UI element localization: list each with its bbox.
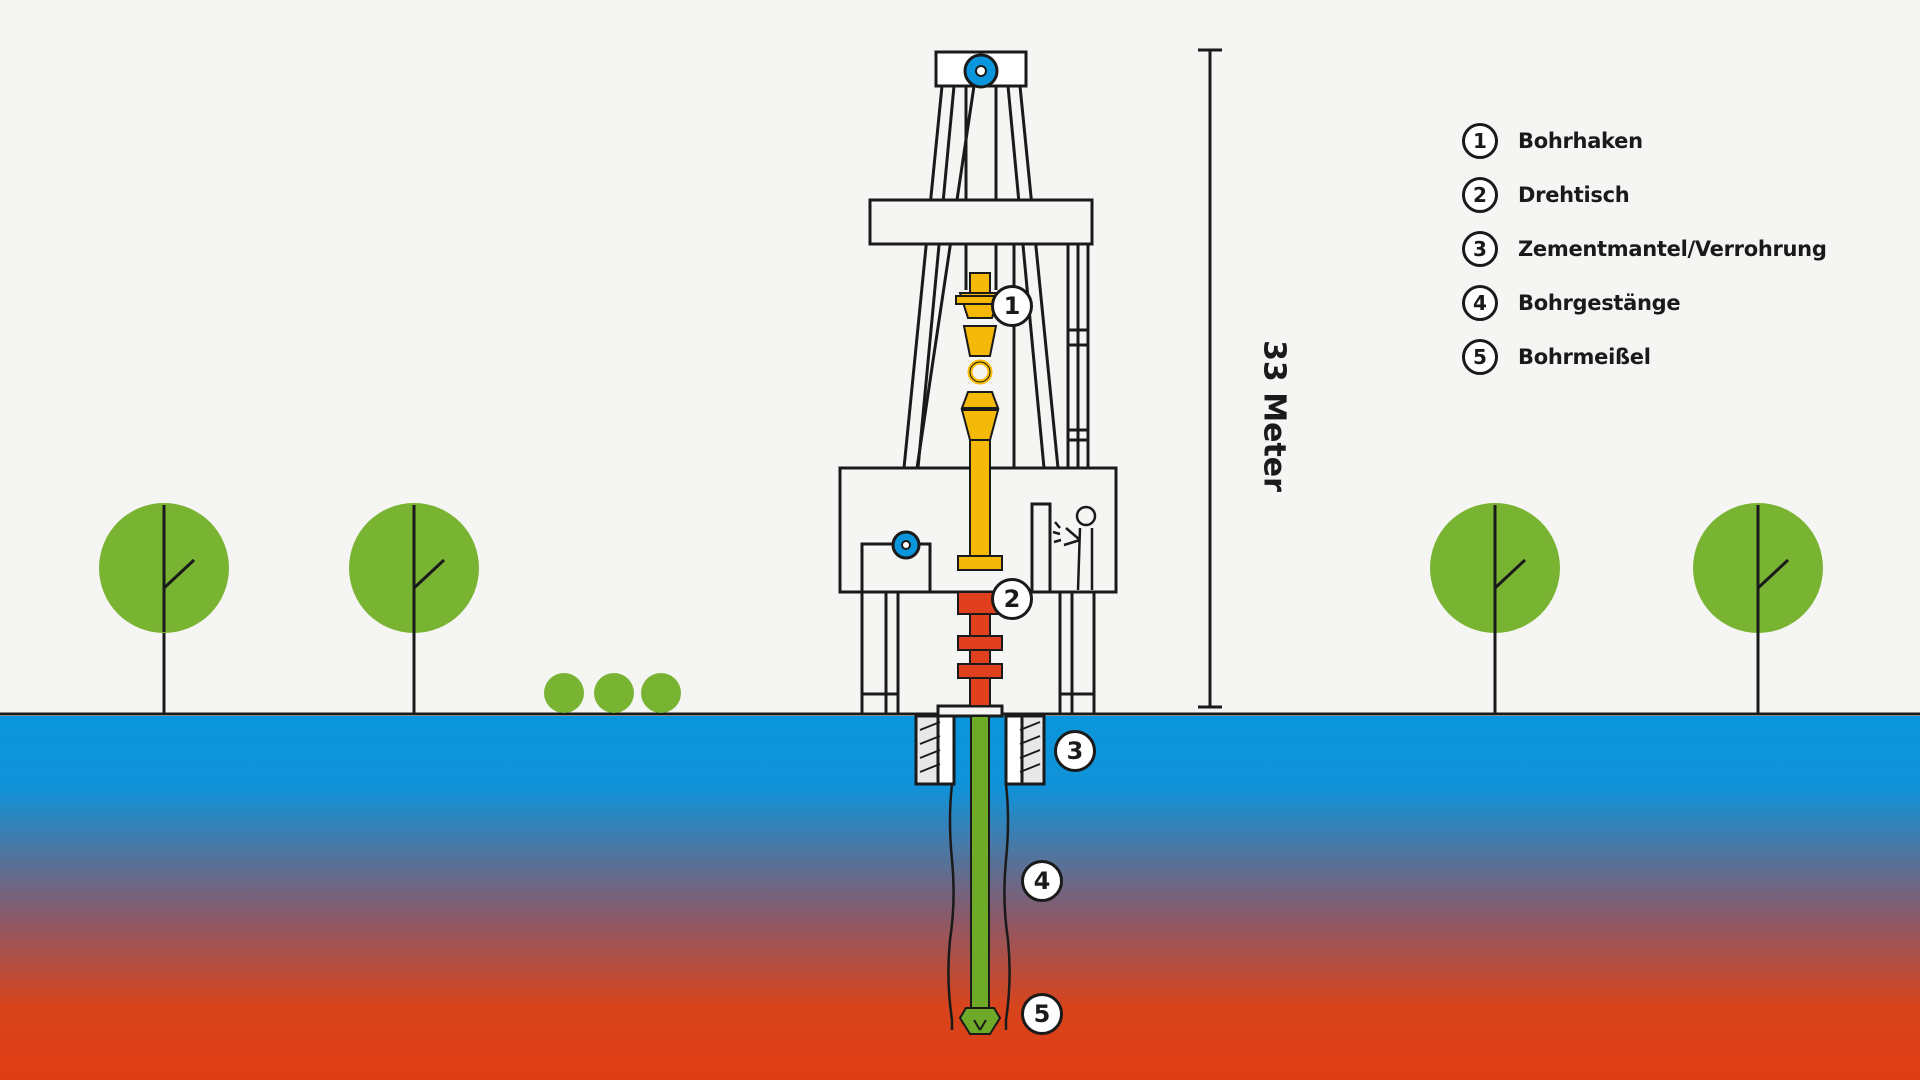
tree-icon [99,503,229,714]
legend-number: 5 [1462,339,1498,375]
legend-label: Bohrgestänge [1518,291,1681,315]
borehole [947,783,1011,1030]
worker-icon [1052,505,1097,591]
legend-label: Drehtisch [1518,183,1630,207]
legend-item: 5 Bohrmeißel [1462,330,1827,384]
legend-item: 1 Bohrhaken [1462,114,1827,168]
height-label: 33 Meter [1256,340,1292,492]
legend-number: 1 [1462,123,1498,159]
legend-item: 4 Bohrgestänge [1462,276,1827,330]
legend-number: 2 [1462,177,1498,213]
legend-label: Bohrmeißel [1518,345,1651,369]
height-marker [1198,48,1222,709]
hook-assembly [955,272,1005,571]
callout-3: 3 [1054,730,1096,772]
tree-icon [1693,503,1823,714]
drill-bit [958,1007,1002,1035]
legend-label: Bohrhaken [1518,129,1643,153]
legend: 1 Bohrhaken 2 Drehtisch 3 Zementmantel/V… [1462,114,1827,384]
legend-number: 4 [1462,285,1498,321]
tree-icon [1430,503,1560,714]
pulley-icon [891,530,921,560]
casing [914,714,1046,786]
ground-layer [0,716,1920,1080]
legend-item: 2 Drehtisch [1462,168,1827,222]
legend-item: 3 Zementmantel/Verrohrung [1462,222,1827,276]
bush-icon [544,673,681,713]
callout-2: 2 [991,578,1033,620]
callout-1: 1 [991,285,1033,327]
callout-4: 4 [1021,860,1063,902]
tree-icon [349,503,479,714]
drill-pipe [970,715,990,1009]
pulley-icon [963,53,999,89]
legend-label: Zementmantel/Verrohrung [1518,237,1827,261]
callout-5: 5 [1021,993,1063,1035]
legend-number: 3 [1462,231,1498,267]
